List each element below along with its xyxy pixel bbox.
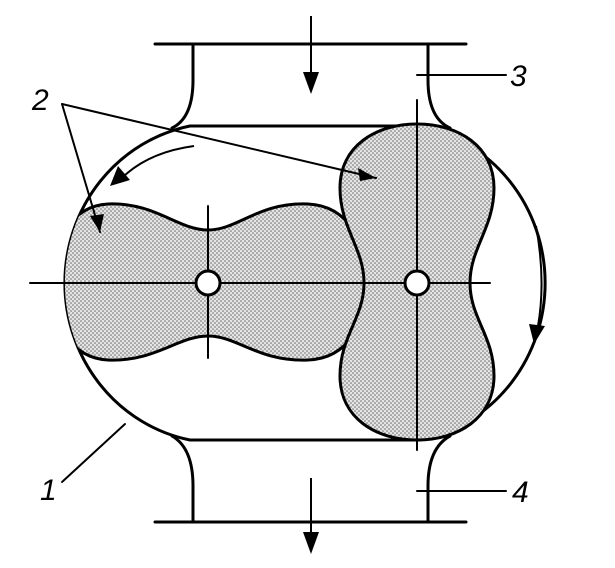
right-rotor-shaft — [403, 269, 431, 297]
leader-line-1 — [61, 423, 126, 483]
label-rotors: 2 — [31, 84, 49, 117]
label-inlet: 3 — [510, 60, 527, 93]
label-outlet: 4 — [512, 476, 529, 509]
left-rotor-shaft — [194, 269, 222, 297]
arrow-down-icon — [303, 478, 319, 554]
leader-arrowhead-2b — [358, 168, 376, 181]
leader-line-2b — [61, 103, 377, 179]
label-housing: 1 — [40, 474, 57, 507]
curved-arrow-ccw-icon — [110, 145, 195, 186]
arrow-down-icon — [303, 16, 319, 94]
leader-line-2a — [61, 103, 101, 233]
leader-arrowhead-2a — [90, 214, 104, 232]
curved-arrow-cw-icon — [529, 225, 545, 344]
